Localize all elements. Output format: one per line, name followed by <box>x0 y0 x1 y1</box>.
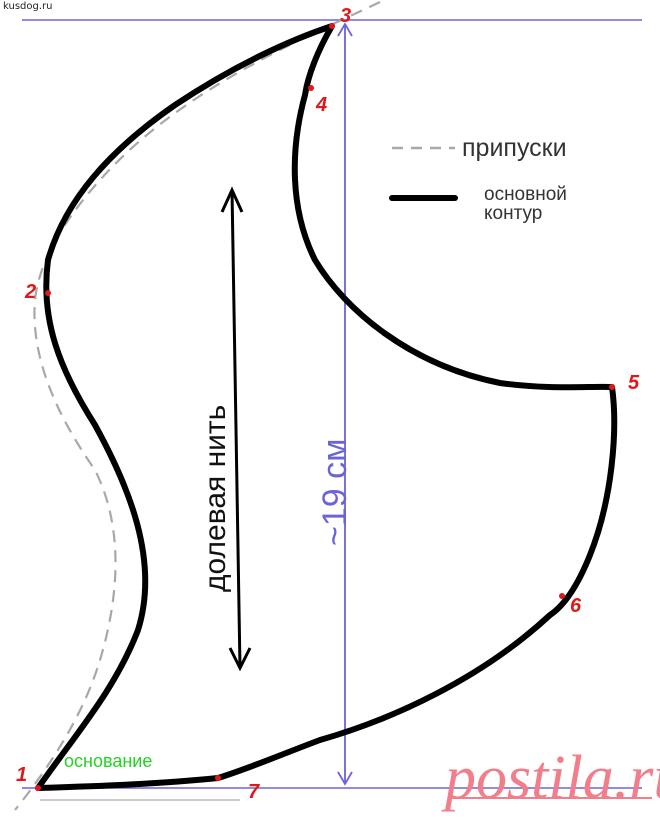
point-dot-6 <box>559 593 565 599</box>
site-tag: kusdog.ru <box>3 1 53 12</box>
legend-contour-line1: основной <box>484 184 567 205</box>
legend-contour-line2: контур <box>484 203 542 224</box>
grain-arrow-bottom <box>228 647 252 672</box>
point-dot-3 <box>329 23 335 29</box>
point-label-1: 1 <box>16 764 27 786</box>
watermark-text: postila.ru <box>441 744 660 812</box>
dimension-arrow-top <box>337 22 353 37</box>
point-dot-4 <box>308 85 314 91</box>
point-label-7: 7 <box>248 781 260 803</box>
grain-arrow-top <box>220 186 244 213</box>
point-label-3: 3 <box>340 5 351 27</box>
point-dot-1 <box>35 785 41 791</box>
point-dot-2 <box>45 290 51 296</box>
point-label-5: 5 <box>628 372 640 394</box>
seam-allowance-outline <box>14 1 381 811</box>
watermark: postila.ru <box>441 744 660 812</box>
point-dot-7 <box>215 775 221 781</box>
main-contour <box>35 23 618 791</box>
dimension-arrow-bottom <box>337 771 353 786</box>
dimension-label: ~19 см <box>316 439 354 547</box>
point-label-6: 6 <box>570 595 582 617</box>
legend-allowance-label: припуски <box>462 134 567 162</box>
point-label-4: 4 <box>315 94 327 116</box>
point-dot-5 <box>609 384 615 390</box>
grain-line <box>230 189 242 669</box>
base-label: основание <box>64 751 152 771</box>
point-label-2: 2 <box>24 281 36 303</box>
grain-label: долевая нить <box>199 405 232 592</box>
